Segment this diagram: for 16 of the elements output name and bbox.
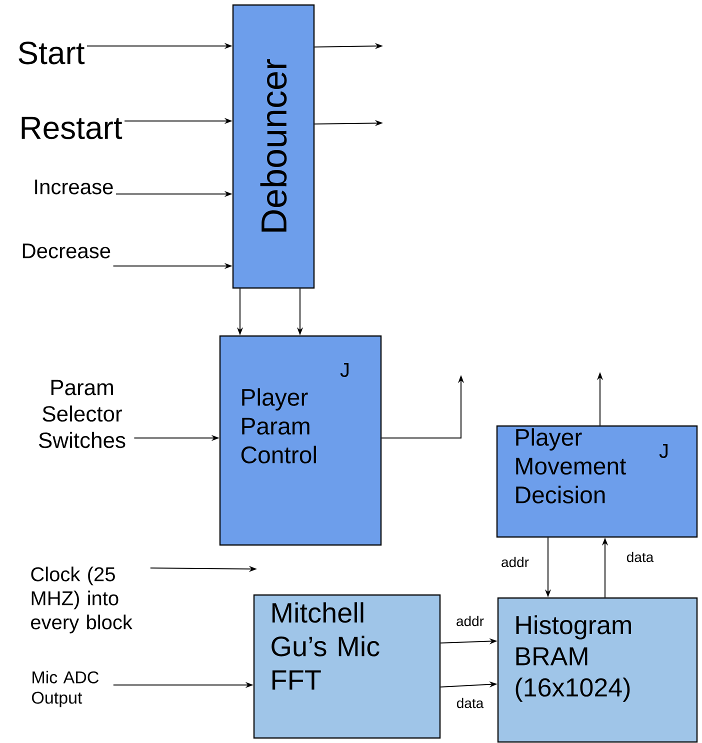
input-label: Increase	[35, 180, 113, 194]
edge-label: data	[455, 696, 485, 710]
block-box: Debouncer	[232, 4, 315, 289]
edge-label: addr	[500, 556, 530, 568]
block-box: Histogram BRAM (16x1024)	[497, 597, 698, 743]
block-box: J Player Param Control	[219, 335, 382, 546]
input-label: Restart	[22, 116, 122, 140]
block-box: Mitchell Gu’s Mic FFT	[253, 594, 441, 739]
block-box: Player Movement Decision J	[496, 425, 698, 538]
input-label: Param Selector Switches	[39, 380, 126, 448]
input-label: Start	[18, 42, 85, 64]
input-label: Decrease	[22, 244, 110, 258]
edge-label: addr	[455, 614, 486, 628]
edge-label: data	[625, 550, 655, 564]
input-label: Mic ADC Output	[32, 670, 99, 708]
input-label: Clock (25 MHZ) into every block	[31, 566, 132, 634]
